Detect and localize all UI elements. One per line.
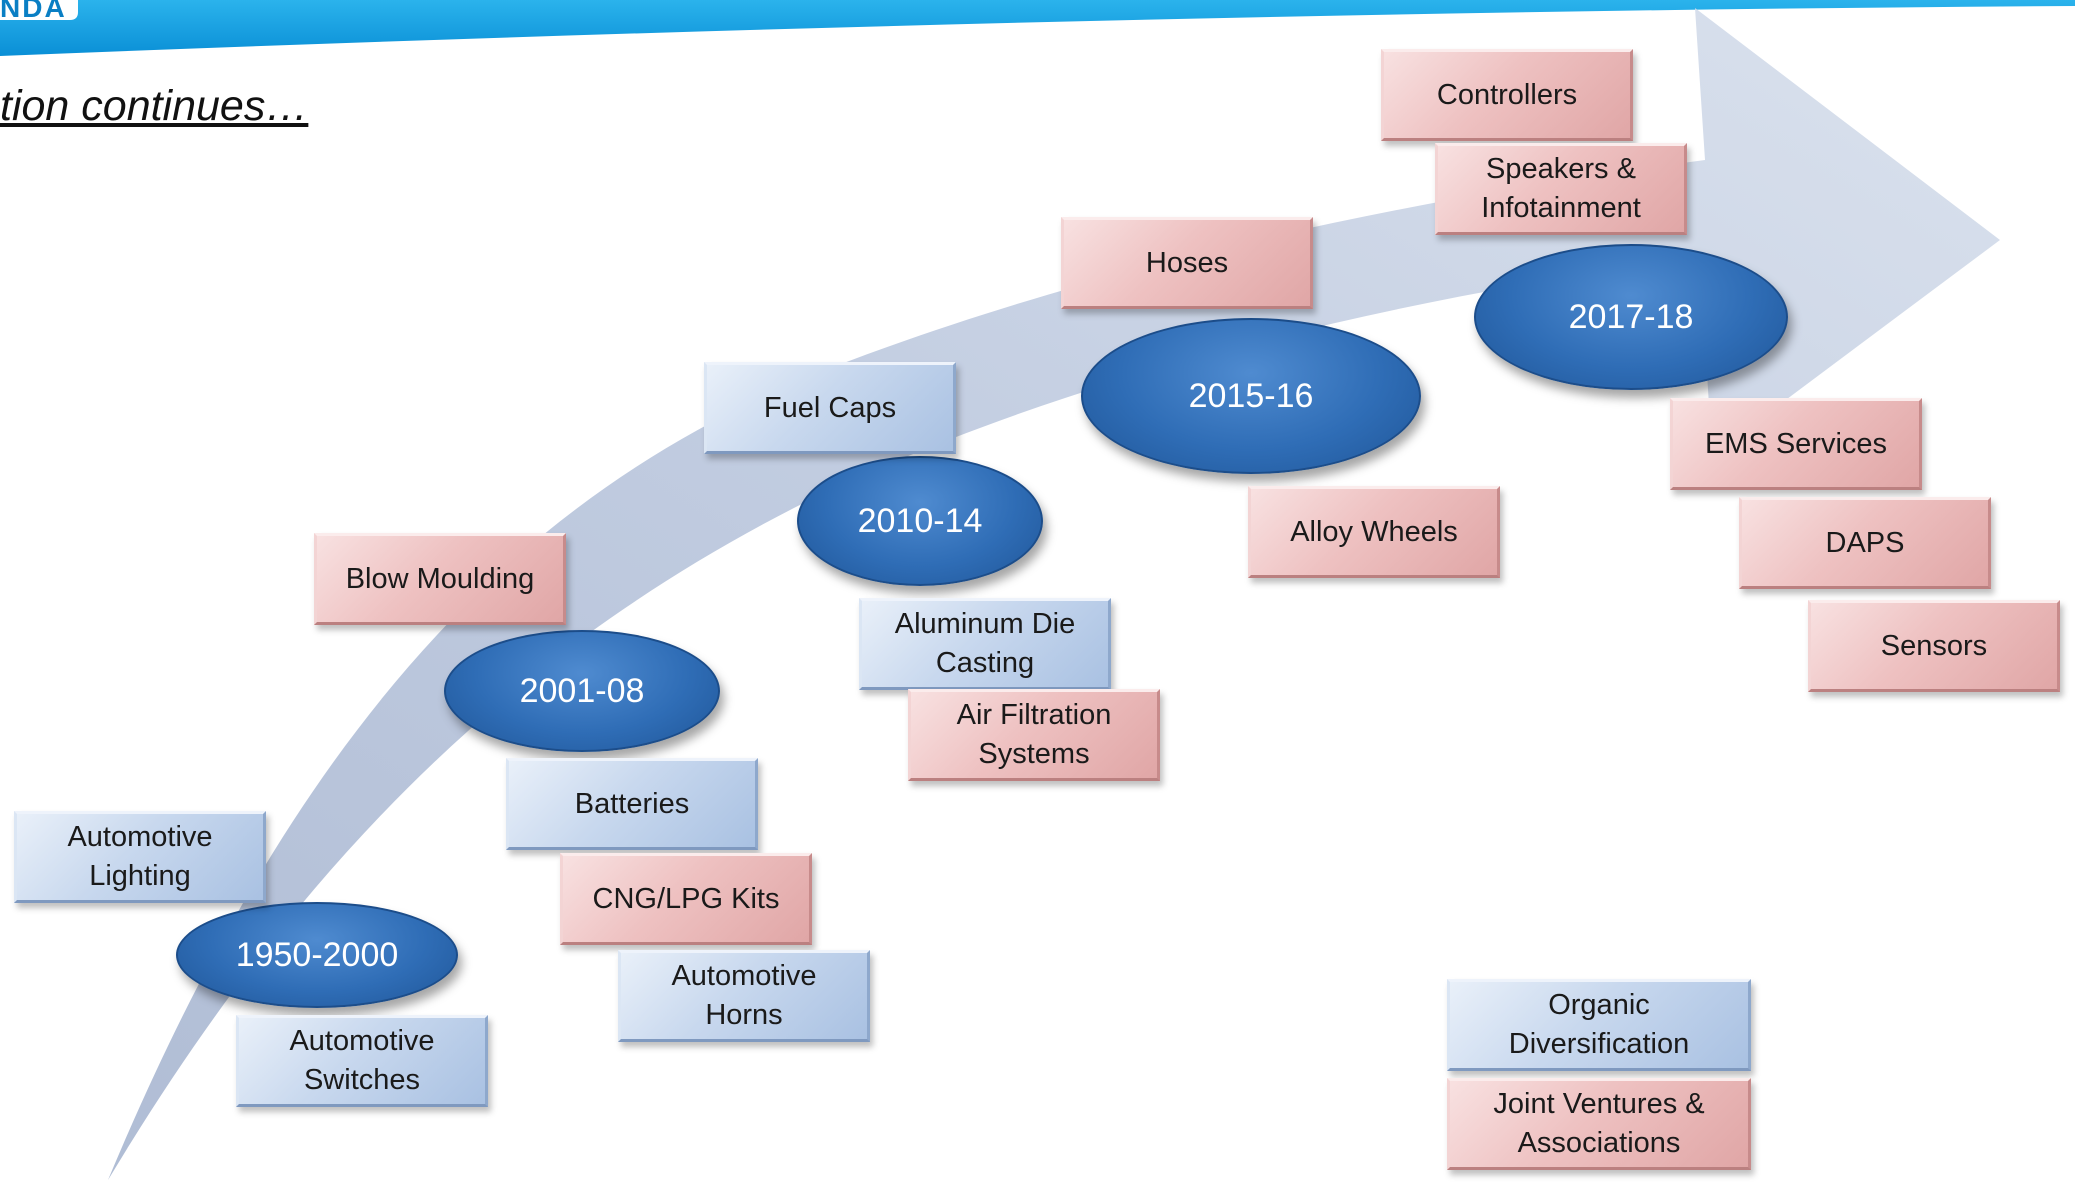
product-fuel-caps: Fuel Caps	[704, 362, 956, 454]
legend-organic-diversification: Organic Diversification	[1447, 979, 1751, 1071]
product-aluminum-die-casting: Aluminum Die Casting	[859, 598, 1111, 690]
product-alloy-wheels: Alloy Wheels	[1248, 486, 1500, 578]
year-oval-1950-2000: 1950-2000	[176, 902, 458, 1008]
logo-text: NDA	[0, 0, 67, 23]
product-ems-services: EMS Services	[1670, 398, 1922, 490]
product-automotive-horns: Automotive Horns	[618, 950, 870, 1042]
product-automotive-lighting: Automotive Lighting	[14, 811, 266, 903]
product-automotive-switches: Automotive Switches	[236, 1015, 488, 1107]
logo-badge	[0, 0, 78, 20]
product-sensors: Sensors	[1808, 600, 2060, 692]
product-batteries: Batteries	[506, 758, 758, 850]
legend-joint-ventures: Joint Ventures & Associations	[1447, 1078, 1751, 1170]
product-daps: DAPS	[1739, 497, 1991, 589]
product-speakers-infotainment: Speakers & Infotainment	[1435, 143, 1687, 235]
product-controllers: Controllers	[1381, 49, 1633, 141]
product-blow-moulding: Blow Moulding	[314, 533, 566, 625]
slide-subtitle: tion continues…	[0, 82, 309, 130]
header-bar	[0, 0, 2075, 56]
product-air-filtration-systems: Air Filtration Systems	[908, 689, 1160, 781]
year-oval-2015-16: 2015-16	[1081, 318, 1421, 474]
year-oval-2001-08: 2001-08	[444, 630, 720, 752]
product-hoses: Hoses	[1061, 217, 1313, 309]
year-oval-2010-14: 2010-14	[797, 456, 1043, 586]
product-cng-lpg-kits: CNG/LPG Kits	[560, 853, 812, 945]
year-oval-2017-18: 2017-18	[1474, 244, 1788, 390]
